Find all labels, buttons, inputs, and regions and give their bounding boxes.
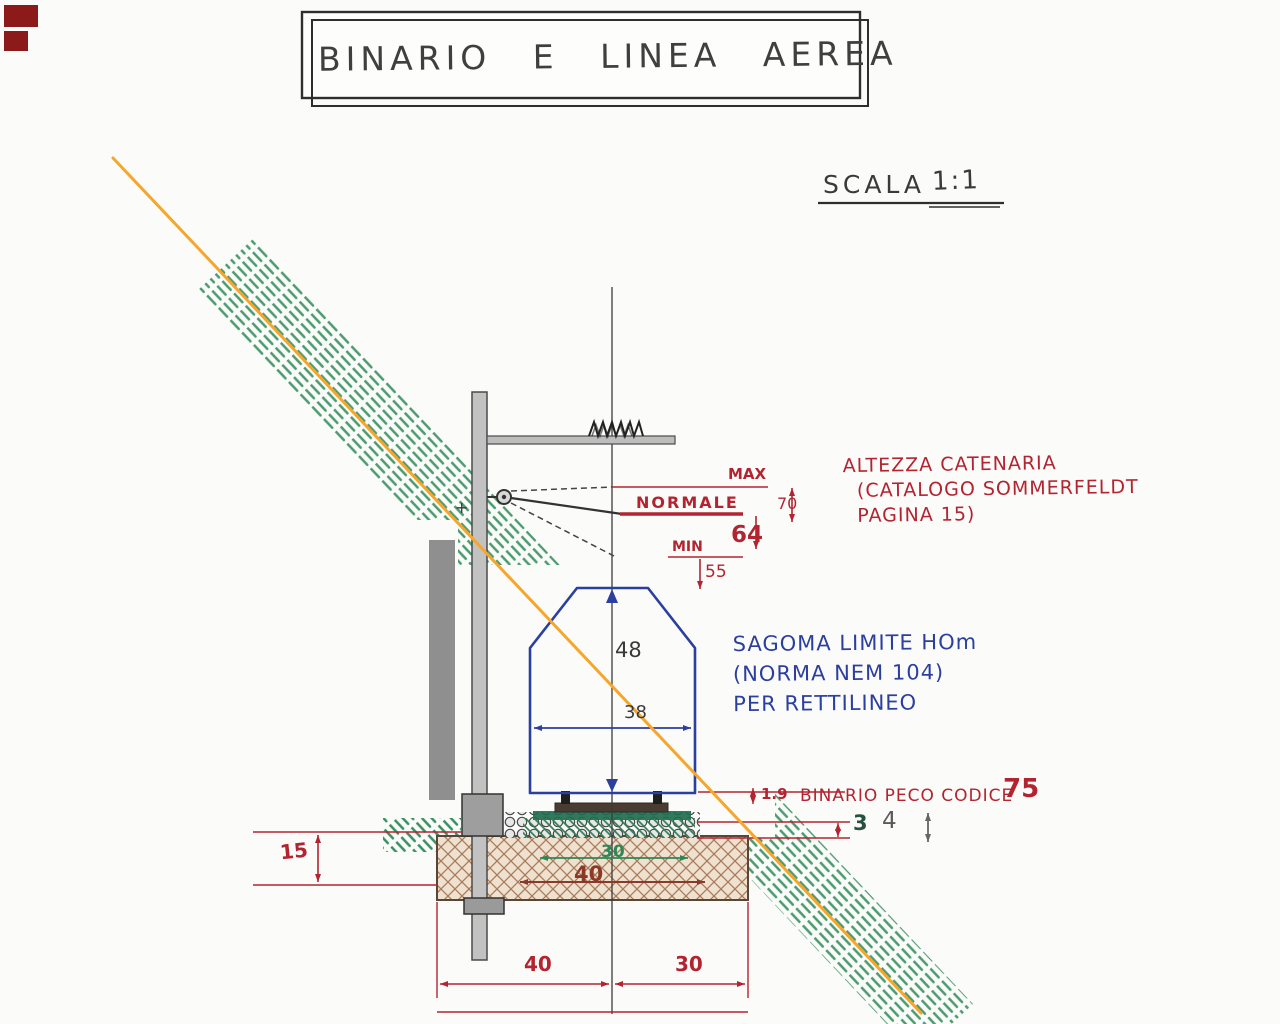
roadbed-width-value: 40	[574, 862, 604, 886]
gauge-width-value: 38	[624, 702, 647, 723]
span-right-value: 30	[675, 952, 703, 976]
rail-dims	[697, 788, 931, 842]
catenary-height-dims	[612, 486, 795, 589]
pencil-plus-mark: +	[455, 498, 469, 517]
scale-value: 1:1	[931, 165, 981, 197]
rail-right	[653, 791, 662, 804]
catenary-support-zigzag2	[591, 422, 633, 439]
mast-base-block	[461, 793, 504, 837]
max-wire-label: MAX	[728, 465, 767, 483]
bottom-span-dims	[436, 902, 749, 1013]
loading-gauge-outline	[528, 586, 697, 795]
contact-wire-lines	[510, 486, 623, 557]
gauge-note-line3: PER RETTILINEO	[733, 690, 918, 717]
rail-brand-label: BINARIO PECO CODICE	[800, 786, 1014, 806]
min-height-value: 55	[705, 562, 727, 582]
depth-dim	[253, 831, 462, 886]
rail-left	[561, 791, 570, 804]
min-wire-label: MIN	[672, 539, 703, 555]
roadbed-width-dims	[520, 855, 705, 885]
rail-code-value: 75	[1003, 774, 1040, 804]
catenary-note-line3: PAGINA 15)	[857, 503, 976, 527]
gauge-note-line2: (NORMA NEM 104)	[732, 660, 945, 687]
mast-arm	[486, 435, 676, 445]
max-height-value: 70	[777, 494, 798, 513]
page-title: BINARIO E LINEA AEREA	[317, 33, 898, 79]
whiteout-patches	[195, 520, 775, 838]
catenary-mast	[461, 391, 676, 961]
ballast	[500, 811, 700, 838]
scan-marks	[4, 5, 38, 51]
ballast-dim-4: 4	[882, 808, 897, 834]
ballast-dim-3: 3	[853, 811, 868, 835]
scan-shadow-bar	[429, 540, 455, 800]
span-left-value: 40	[524, 952, 552, 976]
section-depth-value: 15	[278, 837, 310, 865]
normale-height-value: 64	[731, 522, 764, 548]
scale-label: SCALA	[823, 170, 926, 199]
catenary-note-line2: (CATALOGO SOMMERFELDT	[856, 475, 1139, 502]
mast-pole	[471, 391, 488, 961]
ballast-width-value: 30	[601, 842, 625, 862]
rail-height-value: 1.9	[761, 785, 788, 803]
orange-scan-line	[111, 156, 923, 1015]
title-box	[300, 10, 869, 107]
gauge-top-marker	[606, 589, 618, 603]
roadbed-cork	[436, 835, 749, 901]
normale-wire-label: NORMALE	[636, 493, 739, 512]
gauge-bottom-marker	[606, 779, 618, 792]
gauge-note: SAGOMA LIMITE HOm (NORMA NEM 104) PER RE…	[732, 629, 978, 724]
mast-base-nut	[463, 897, 505, 915]
gauge-note-line1: SAGOMA LIMITE HOm	[732, 629, 978, 657]
gauge-height-value: 48	[615, 638, 642, 662]
scale-underline	[818, 201, 1004, 208]
catenary-note: ALTEZZA CATENARIA (CATALOGO SOMMERFELDT …	[842, 452, 1139, 532]
catenary-note-line1: ALTEZZA CATENARIA	[842, 452, 1057, 478]
